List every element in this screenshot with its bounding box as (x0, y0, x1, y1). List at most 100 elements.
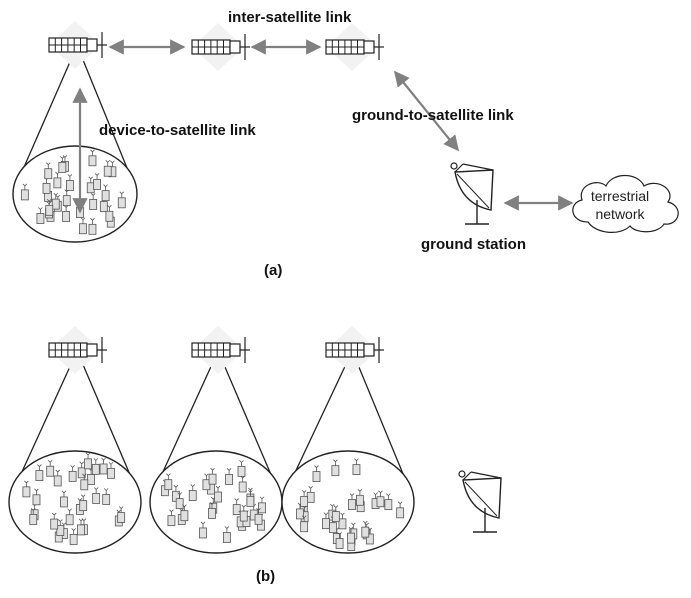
device-antenna (340, 512, 345, 519)
iot-device (347, 526, 355, 544)
device-body (225, 474, 233, 485)
device-antenna (103, 488, 109, 495)
device-body (68, 470, 77, 482)
device-body (352, 464, 361, 476)
iot-device (117, 506, 126, 523)
device-body (331, 511, 340, 522)
device-antenna (61, 490, 67, 497)
ground-station-b (458, 470, 502, 533)
device-body (87, 474, 95, 485)
device-antenna (34, 488, 39, 495)
iot-device (88, 149, 97, 167)
satellite-box (229, 343, 241, 357)
device-body (376, 496, 385, 508)
iot-device (84, 452, 92, 470)
iot-device (102, 488, 111, 505)
devices-b3 (296, 458, 405, 551)
device-to-satellite-link-label: device-to-satellite link (99, 122, 256, 139)
device-body (102, 494, 111, 505)
device-body (35, 470, 44, 481)
iot-device (331, 459, 340, 477)
device-antenna (85, 452, 91, 459)
device-body (355, 494, 364, 506)
device-body (254, 513, 263, 525)
device-body (329, 522, 337, 534)
device-body (238, 481, 247, 493)
device-antenna (53, 192, 59, 200)
iot-device (88, 218, 97, 235)
device-body (312, 471, 321, 482)
device-antenna (333, 505, 339, 512)
device-body (335, 538, 344, 549)
device-antenna (351, 522, 356, 529)
iot-device (79, 217, 87, 235)
device-antenna (101, 457, 106, 464)
device-body (300, 521, 309, 533)
iot-device (101, 184, 110, 202)
iot-device (80, 473, 89, 491)
coverage-beam-a (12, 54, 138, 243)
device-body (92, 493, 101, 504)
device-body (101, 190, 110, 202)
device-antenna (363, 520, 368, 528)
ground-to-satellite-arrow (394, 70, 459, 152)
device-antenna (337, 532, 342, 539)
device-antenna (256, 508, 261, 515)
dish-rib (464, 481, 498, 517)
device-body (32, 494, 41, 506)
device-antenna (51, 512, 57, 520)
feed-arm (454, 163, 494, 173)
device-body (175, 498, 184, 510)
device-body (105, 210, 114, 222)
iot-device (79, 494, 88, 512)
device-antenna (38, 207, 43, 214)
device-antenna (348, 526, 354, 534)
device-antenna (46, 199, 52, 206)
device-antenna (226, 468, 232, 475)
device-body (53, 177, 62, 189)
device-body (361, 526, 370, 538)
device-body (80, 479, 89, 491)
iot-device (300, 515, 309, 533)
iot-device (50, 512, 59, 530)
device-antenna (200, 521, 206, 528)
device-antenna (80, 217, 86, 224)
device-antenna (182, 504, 187, 511)
satellite-a3 (325, 23, 384, 71)
device-body (258, 502, 266, 514)
device-body (79, 223, 87, 235)
dish-rib (456, 173, 490, 209)
device-antenna (333, 459, 338, 466)
iot-device (89, 193, 98, 210)
device-body (50, 518, 59, 530)
device-body (62, 211, 71, 222)
devices-b1 (22, 452, 126, 545)
device-body (22, 486, 31, 498)
satellite-b3 (325, 326, 384, 374)
device-antenna (349, 493, 355, 500)
iot-device (164, 473, 173, 491)
device-body (53, 475, 62, 487)
iot-device (376, 490, 385, 508)
device-body (103, 165, 112, 177)
device-antenna (234, 498, 240, 505)
device-antenna (88, 176, 94, 183)
satellite-box (86, 38, 98, 52)
device-antenna (55, 469, 60, 476)
device-body (331, 465, 340, 477)
device-body (51, 198, 60, 210)
device-antenna (397, 501, 403, 508)
iot-device (60, 490, 68, 508)
satellite-a2 (191, 23, 250, 71)
device-antenna (357, 489, 363, 496)
iot-device (355, 489, 364, 506)
iot-device (29, 508, 38, 525)
iot-device (105, 204, 114, 222)
feed-arm (462, 471, 502, 481)
iot-device (56, 519, 65, 536)
device-body (117, 512, 126, 523)
device-body (84, 458, 92, 470)
iot-device (103, 159, 112, 177)
device-antenna (204, 473, 209, 480)
iot-device (65, 508, 74, 526)
